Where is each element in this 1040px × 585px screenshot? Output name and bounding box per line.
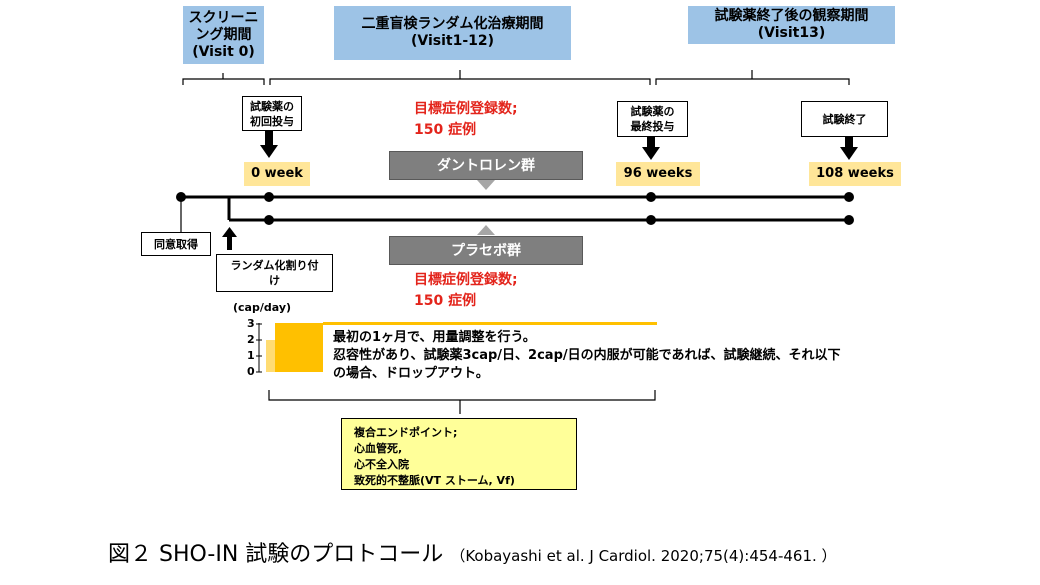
dose-tick-3: 3: [247, 317, 255, 330]
consent-label: 同意取得: [154, 237, 198, 251]
consent-box: 同意取得: [141, 232, 211, 256]
randomization-line2: け: [269, 274, 280, 287]
dose-adjust-area: [275, 323, 323, 372]
caption-main: 図２ SHO-IN 試験のプロトコール: [108, 542, 444, 567]
dose-adjust-note: 最初の1ヶ月で、用量調整を行う。 忍容性があり、試験薬3cap/日、2cap/日…: [333, 329, 893, 383]
timeline-dot: [844, 215, 854, 225]
placebo-target-line2: 150 症例: [414, 293, 477, 309]
endpoint-title: 複合エンドポイント;: [354, 426, 458, 439]
dantrolene-target-line1: 目標症例登録数;: [414, 101, 518, 117]
dose-note-line1: 最初の1ヶ月で、用量調整を行う。: [333, 330, 536, 345]
first-dose-line2: 初回投与: [250, 114, 294, 128]
dantrolene-target: 目標症例登録数; 150 症例: [414, 99, 614, 141]
dose-tick-2: 2: [247, 333, 255, 346]
screening-line2: ング期間: [195, 26, 252, 43]
last-dose-box: 試験薬の 最終投与: [617, 101, 688, 137]
week-108-label: 108 weeks: [809, 162, 901, 186]
down-arrow-icon: [642, 147, 660, 160]
first-dose-box: 試験薬の 初回投与: [242, 96, 302, 131]
week-96-label: 96 weeks: [616, 162, 700, 186]
week-0-label: 0 week: [244, 162, 310, 186]
dose-tick-0: 0: [247, 365, 255, 378]
randomization-box: ランダム化割り付 け: [216, 254, 333, 292]
timeline-dot: [264, 215, 274, 225]
screening-phase-header: スクリーニ ング期間 (Visit 0): [183, 6, 264, 64]
double-blind-visit: (Visit1-12): [410, 33, 495, 49]
dose-note-line3: の場合、ドロップアウト。: [333, 366, 489, 381]
timeline-dot: [646, 192, 656, 202]
figure-caption: 図２ SHO-IN 試験のプロトコール （Kobayashi et al. J …: [108, 536, 837, 568]
dantrolene-group-bar: ダントロレン群: [389, 151, 583, 180]
observation-title: 試験薬終了後の観察期間: [714, 8, 869, 24]
endpoint-item: 心血管死,: [354, 442, 403, 455]
randomization-line1: ランダム化割り付: [230, 259, 319, 272]
study-end-box: 試験終了: [801, 101, 888, 137]
group-down-arrow-icon: [477, 180, 495, 190]
timeline-dot: [646, 215, 656, 225]
caption-reference: （Kobayashi et al. J Cardiol. 2020;75(4):…: [450, 547, 837, 565]
dose-tick-1: 1: [247, 349, 255, 362]
placebo-target-line1: 目標症例登録数;: [414, 272, 518, 288]
dose-unit-label: (cap/day): [233, 301, 292, 314]
down-arrow-icon: [840, 147, 858, 160]
down-arrow-icon: [260, 145, 278, 158]
up-arrow-icon: [222, 227, 237, 237]
endpoint-item: 心不全入院: [354, 458, 409, 471]
timeline-dot: [844, 192, 854, 202]
dantrolene-target-line2: 150 症例: [414, 122, 477, 138]
timeline-dot: [176, 192, 186, 202]
placebo-group-bar: プラセボ群: [389, 236, 583, 265]
placebo-target: 目標症例登録数; 150 症例: [414, 270, 614, 312]
last-dose-line1: 試験薬の: [630, 105, 675, 118]
double-blind-title: 二重盲検ランダム化治療期間: [361, 16, 544, 32]
double-blind-phase-header: 二重盲検ランダム化治療期間 (Visit1-12): [334, 6, 571, 60]
observation-phase-header: 試験薬終了後の観察期間 (Visit13): [688, 6, 895, 44]
last-dose-line2: 最終投与: [630, 120, 675, 133]
dose-note-line2: 忍容性があり、試験薬3cap/日、2cap/日の内服が可能であれば、試験継続、そ…: [333, 348, 841, 363]
screening-visit: (Visit 0): [192, 43, 255, 60]
screening-line1: スクリーニ: [188, 9, 259, 26]
observation-visit: (Visit13): [757, 25, 826, 41]
study-end-label: 試験終了: [822, 112, 867, 126]
first-dose-line1: 試験薬の: [250, 99, 294, 113]
timeline-dot: [264, 192, 274, 202]
endpoint-item: 致死的不整脈(VT ストーム, Vf): [354, 474, 515, 487]
group-up-arrow-icon: [477, 225, 495, 235]
composite-endpoint-box: 複合エンドポイント; 心血管死, 心不全入院 致死的不整脈(VT ストーム, V…: [341, 418, 577, 490]
